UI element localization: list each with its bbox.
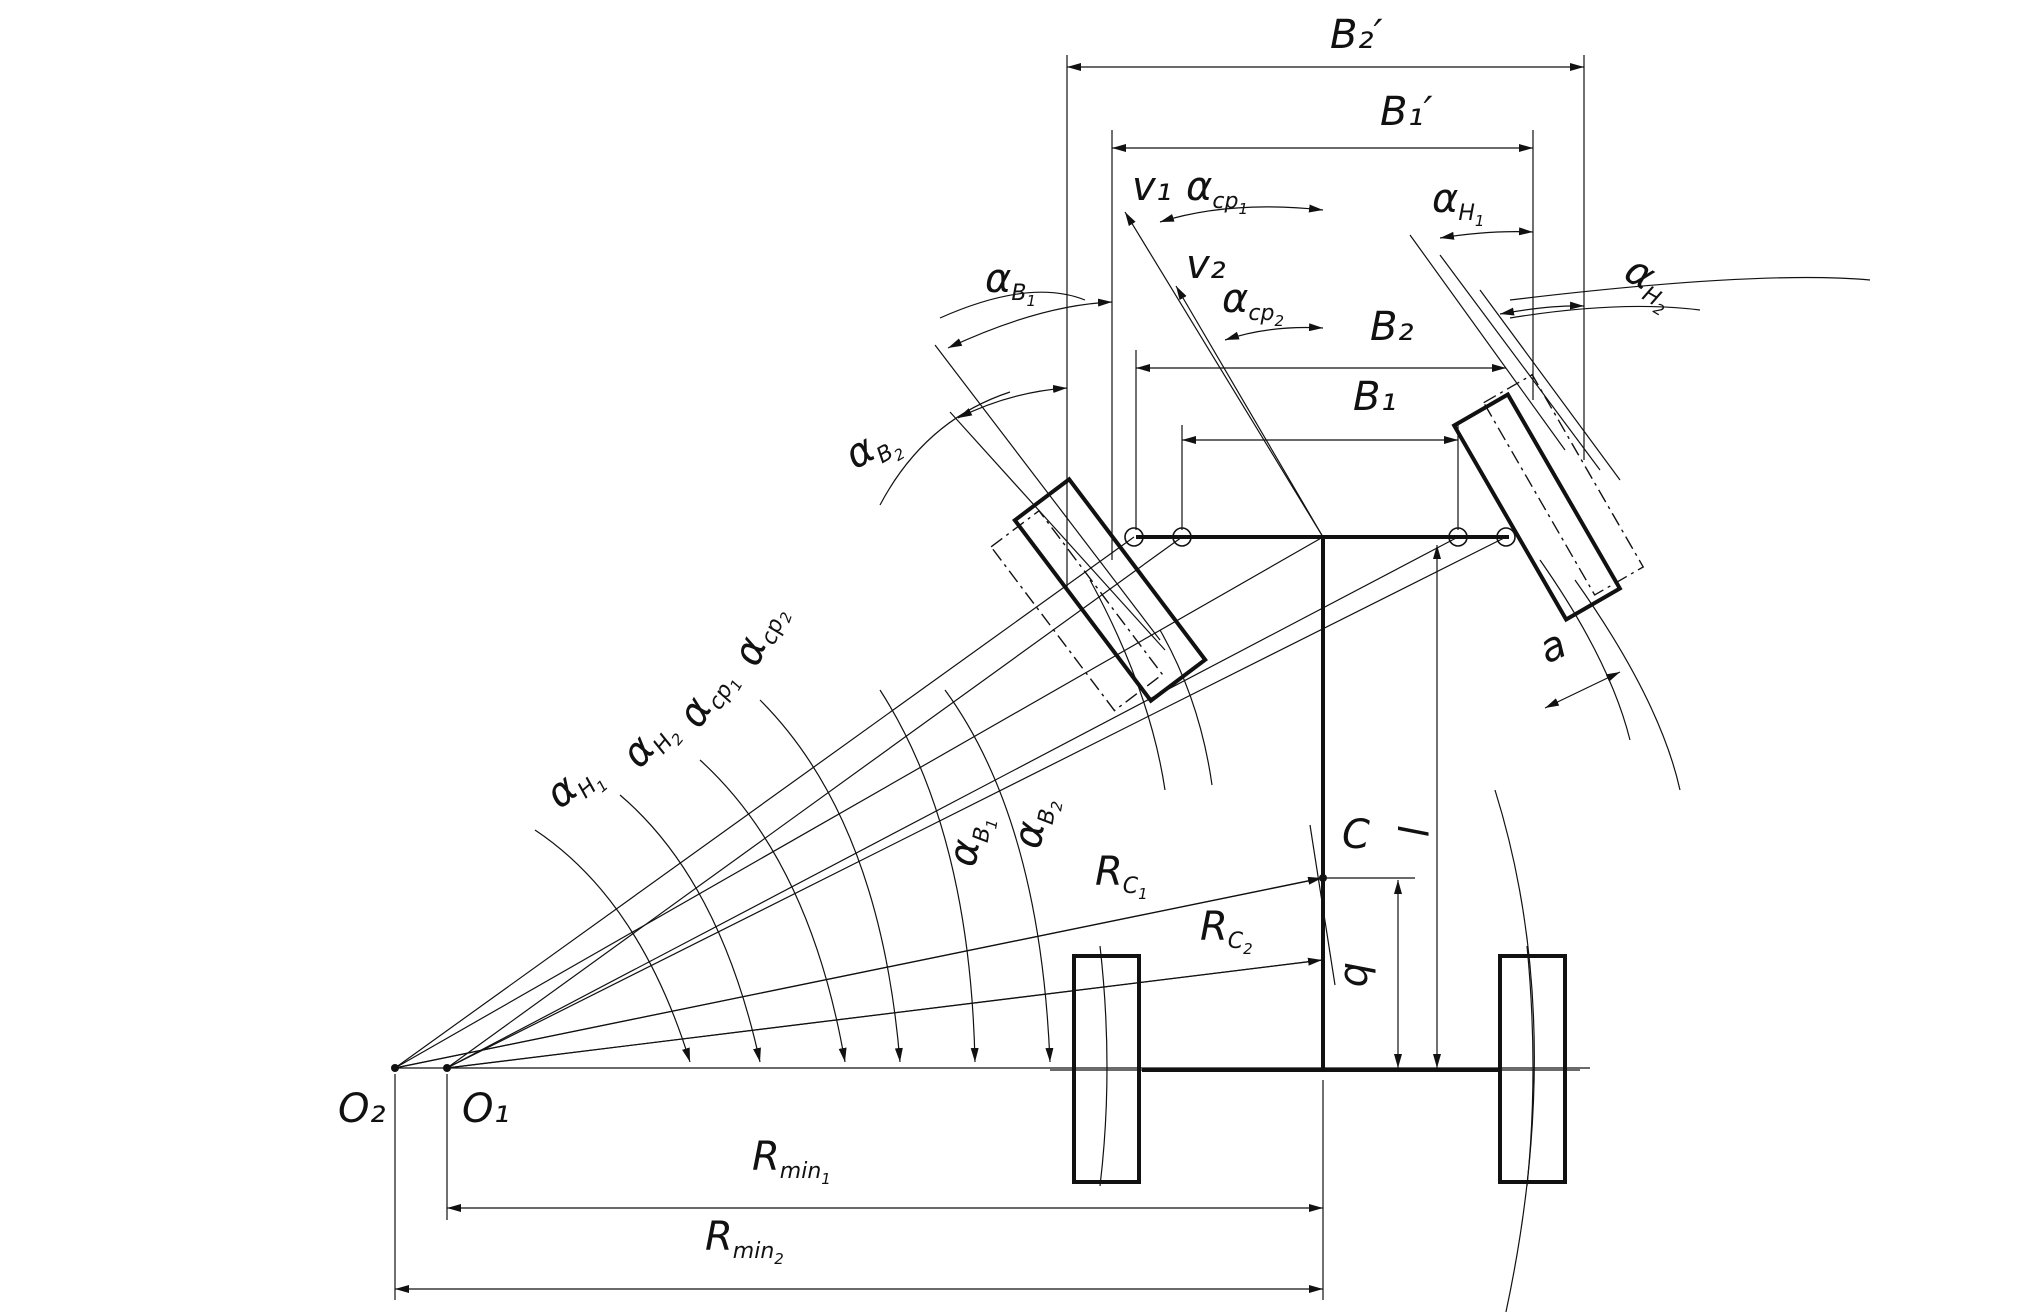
label-b2: B₂ <box>1370 304 1413 350</box>
label-rmin1: Rmin1 <box>752 1134 831 1188</box>
label-r-c1: RC1 <box>1095 849 1148 903</box>
label-b1: B₁ <box>1353 374 1396 420</box>
label-b2-prime: B₂′ <box>1330 12 1383 58</box>
label-o2: O₂ <box>338 1086 386 1132</box>
front-left-wheel <box>990 476 1208 712</box>
label-r-c2: RC2 <box>1200 904 1253 958</box>
label-alpha-cp1-top: αcp1 <box>1186 164 1248 218</box>
label-rmin2: Rmin2 <box>705 1214 784 1268</box>
label-c: C <box>1342 812 1370 858</box>
wheel-axis-lines <box>934 211 1621 651</box>
label-alpha-h2-bottom: αH2 <box>612 707 687 782</box>
point-c <box>1319 874 1327 882</box>
label-v1: v₁ <box>1132 164 1172 210</box>
label-a-small: a <box>1532 621 1574 673</box>
label-alpha-cp2-bottom: αcp2 <box>724 597 796 674</box>
label-alpha-b1-bottom: αB1 <box>940 812 1002 872</box>
label-o1: O₁ <box>462 1086 510 1132</box>
label-alpha-b2-top: αB2 <box>837 413 908 485</box>
point-o2 <box>391 1064 399 1072</box>
rear-right-wheel <box>1498 945 1567 1187</box>
label-l: l <box>1388 825 1434 836</box>
angle-arcs <box>879 276 1871 1312</box>
label-alpha-h1-bottom: αH1 <box>537 749 612 824</box>
rear-left-wheel <box>1072 945 1141 1187</box>
label-alpha-h1-top: αH1 <box>1432 176 1484 230</box>
labels: B₂′ B₁′ B₂ B₁ v₁ v₂ αcp1 αcp2 αH1 αH2 αB… <box>338 12 1667 1268</box>
front-right-wheel <box>1451 373 1645 623</box>
point-o1 <box>443 1064 451 1072</box>
label-alpha-b2-bottom: αB2 <box>1005 794 1067 854</box>
label-alpha-cp2-top: αcp2 <box>1222 276 1284 330</box>
label-b-small: b <box>1335 962 1381 987</box>
dimension-lines <box>394 55 1621 1300</box>
label-b1-prime: B₁′ <box>1380 89 1433 135</box>
label-alpha-b1-top: αB1 <box>985 256 1036 310</box>
label-alpha-cp1-bottom: αcp1 <box>669 658 747 739</box>
label-v2: v₂ <box>1186 242 1226 288</box>
